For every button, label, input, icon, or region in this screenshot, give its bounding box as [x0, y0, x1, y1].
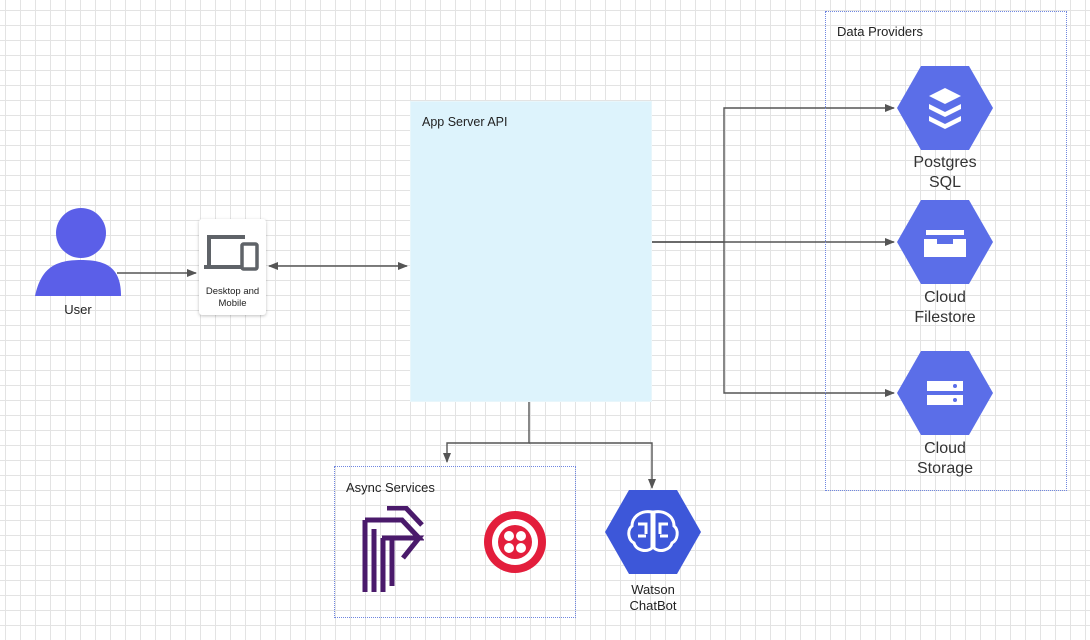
- async-services-group[interactable]: Async Services: [334, 466, 576, 618]
- chatbot-label: Watson ChatBot: [629, 582, 677, 613]
- chatbot-node[interactable]: Watson ChatBot: [604, 490, 702, 614]
- postgres-node[interactable]: Postgres SQL: [895, 66, 995, 194]
- device-node[interactable]: Desktop and Mobile: [199, 219, 266, 315]
- data-providers-group[interactable]: Data Providers: [825, 11, 1067, 491]
- filestore-label: Cloud Filestore: [914, 289, 976, 326]
- filestore-tray-icon: [897, 200, 993, 284]
- brain-chip-icon: [605, 490, 701, 574]
- app-server-label: App Server API: [422, 115, 508, 129]
- database-stack-icon: [897, 66, 993, 150]
- heroku-style-logo-icon[interactable]: [362, 506, 424, 594]
- server-to-chatbot-arrow: [529, 442, 656, 489]
- data-providers-label: Data Providers: [837, 24, 923, 39]
- twilio-logo-icon[interactable]: [484, 511, 546, 573]
- postgres-label: Postgres SQL: [913, 154, 977, 191]
- user-label: User: [64, 302, 92, 317]
- app-server-box[interactable]: App Server API: [410, 101, 652, 402]
- async-services-label: Async Services: [346, 480, 435, 495]
- storage-label: Cloud Storage: [916, 440, 974, 477]
- storage-node[interactable]: Cloud Storage: [895, 351, 995, 479]
- devices-icon: [204, 235, 259, 271]
- device-label: Desktop and Mobile: [205, 286, 260, 309]
- server-to-async-arrow: [443, 401, 530, 463]
- user-node[interactable]: User: [33, 205, 123, 317]
- user-icon: [35, 208, 121, 296]
- storage-drive-icon: [897, 351, 993, 435]
- server-to-storage-arrow: [723, 242, 895, 397]
- filestore-node[interactable]: Cloud Filestore: [895, 200, 995, 330]
